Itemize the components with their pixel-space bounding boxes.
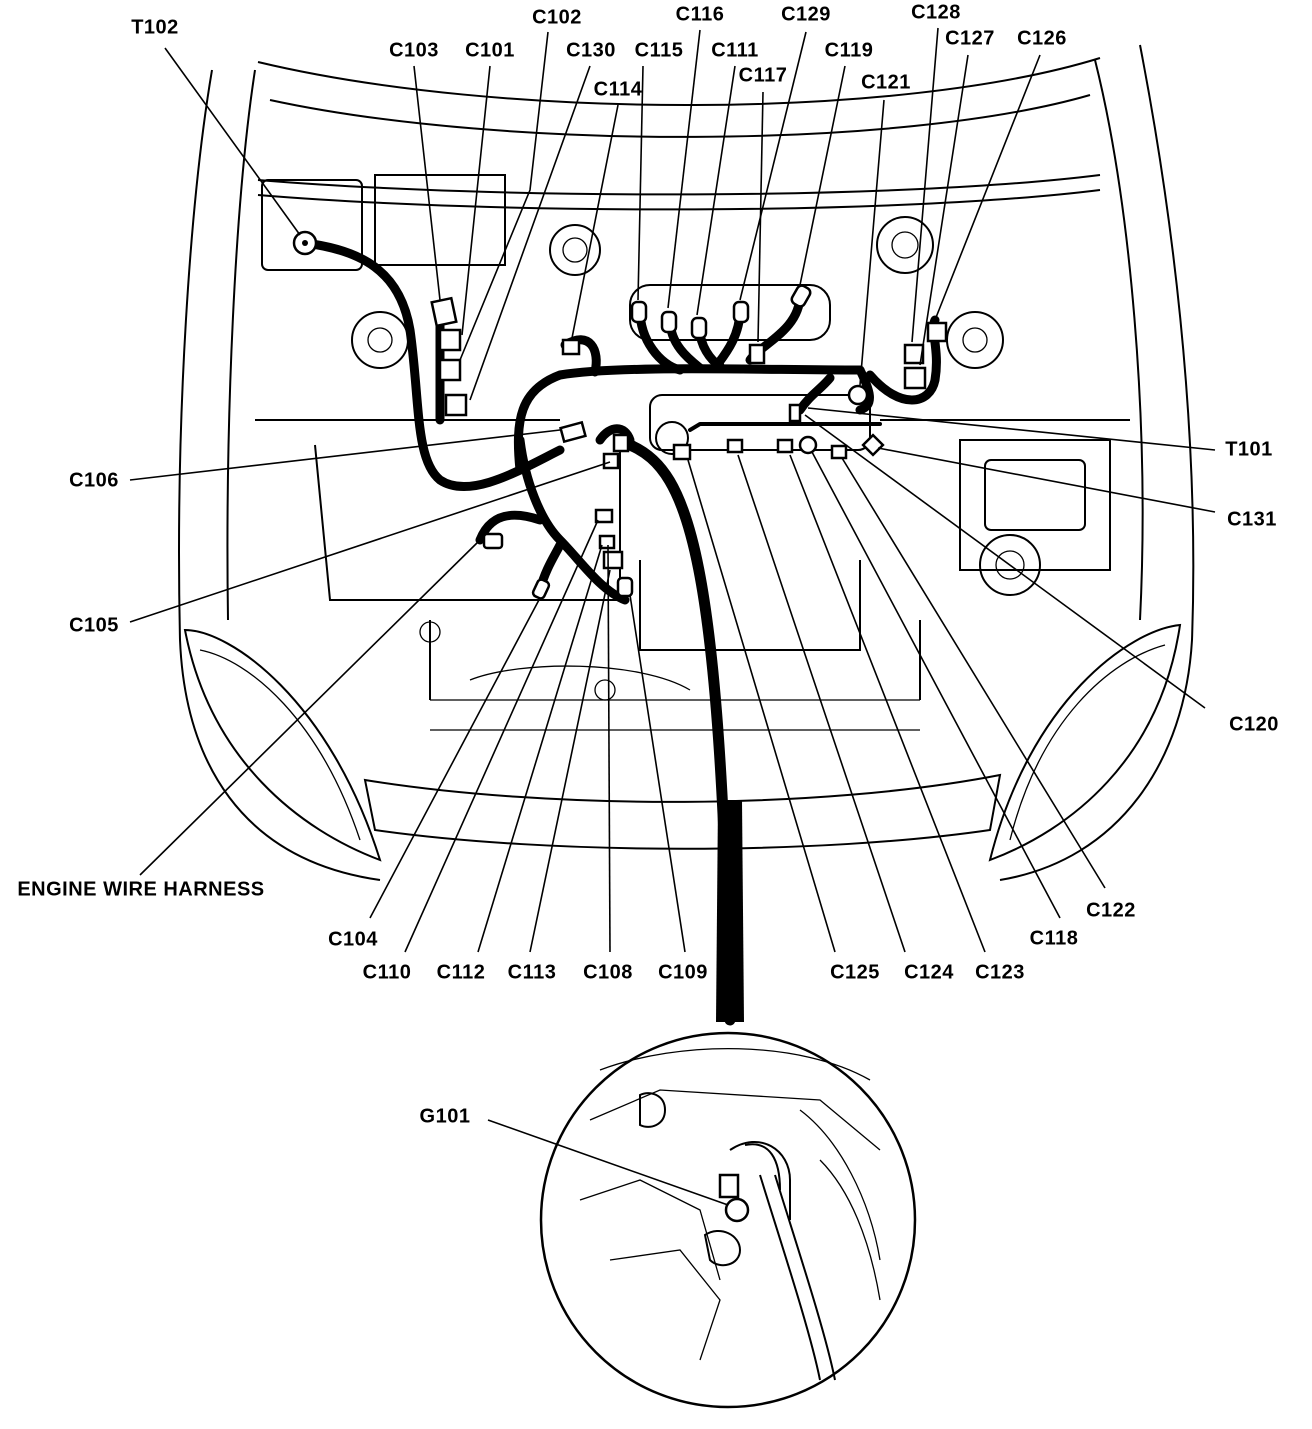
label-c123: C123: [975, 961, 1025, 984]
label-t101: T101: [1225, 438, 1273, 461]
label-c101: C101: [465, 39, 515, 62]
label-c109: C109: [658, 961, 708, 984]
label-c124: C124: [904, 961, 954, 984]
label-c122: C122: [1086, 899, 1136, 922]
label-c120: C120: [1229, 713, 1279, 736]
left-headlight: [183, 628, 382, 862]
g101-leader: [487, 1119, 729, 1206]
label-c108: C108: [583, 961, 633, 984]
label-c110: C110: [362, 961, 412, 984]
label-c118: C118: [1029, 927, 1079, 950]
label-c119: C119: [824, 39, 874, 62]
label-c127: C127: [945, 27, 995, 50]
connectors: [292, 230, 948, 600]
label-c129: C129: [781, 3, 831, 26]
label-c130: C130: [566, 39, 616, 62]
label-c126: C126: [1017, 27, 1067, 50]
label-c113: C113: [507, 961, 557, 984]
label-engine-wire-harness: ENGINE WIRE HARNESS: [17, 878, 265, 901]
label-c112: C112: [436, 961, 486, 984]
label-t102: T102: [131, 16, 179, 39]
label-c115: C115: [634, 39, 684, 62]
label-c105: C105: [69, 614, 119, 637]
right-headlight: [988, 623, 1182, 862]
label-g101: G101: [419, 1105, 471, 1128]
label-c117: C117: [738, 64, 788, 87]
label-c103: C103: [389, 39, 439, 62]
label-c102: C102: [532, 6, 582, 29]
label-c121: C121: [861, 71, 911, 94]
label-c128: C128: [911, 1, 961, 24]
engine-bay-components: [261, 174, 1111, 701]
label-c114: C114: [593, 78, 643, 101]
car-body-outline: [178, 44, 1195, 881]
label-c104: C104: [328, 928, 378, 951]
ground-inset-circle: [539, 1031, 917, 1409]
label-c106: C106: [69, 469, 119, 492]
label-c116: C116: [675, 3, 725, 26]
label-c125: C125: [830, 961, 880, 984]
label-c131: C131: [1227, 508, 1277, 531]
leader-lines: [129, 27, 1216, 953]
label-c111: C111: [711, 39, 759, 62]
